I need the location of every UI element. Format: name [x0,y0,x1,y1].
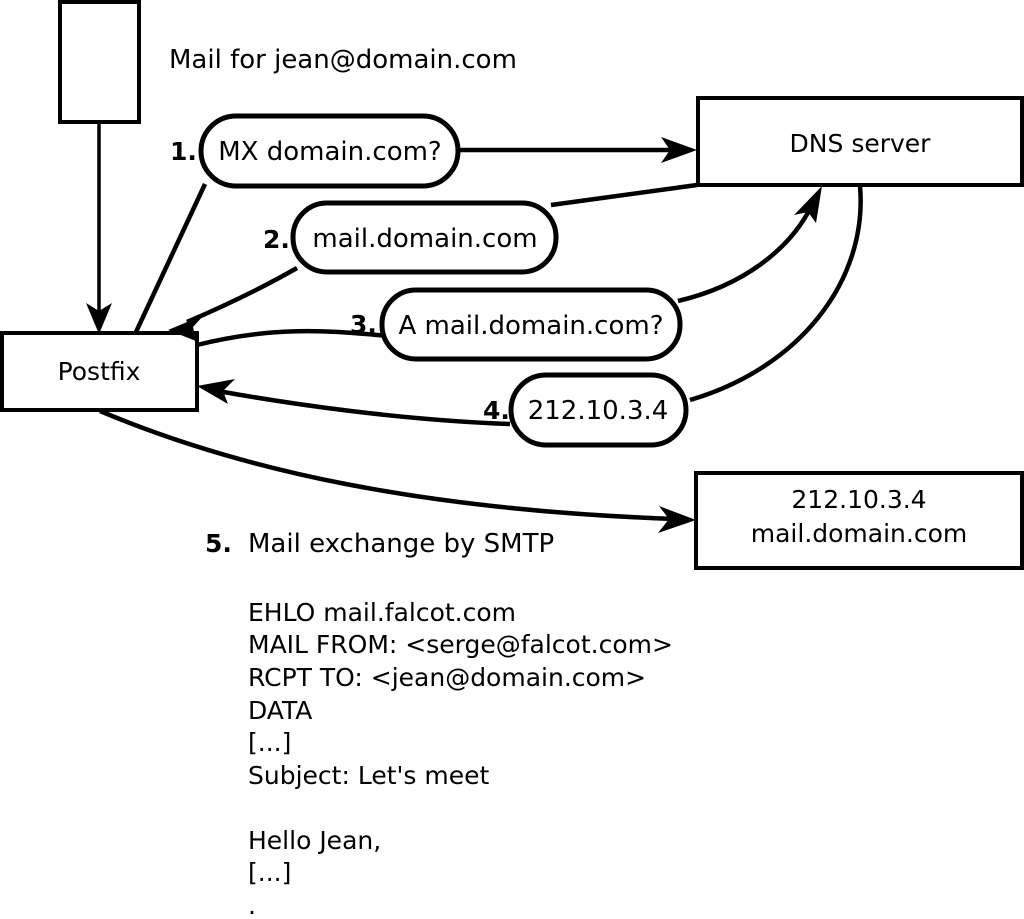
edge-step1-postfix-to-bubble [133,183,208,333]
arrowhead-client-postfix [86,303,112,334]
node-postfix-label: Postfix [58,357,141,386]
smtp-line-greeting: Hello Jean, [248,826,381,855]
step-number-1: 1. [170,137,197,166]
edge-step4-dns-to-bubble [689,185,863,403]
edge-step3-postfix-to-bubble [196,328,390,348]
arrowhead-step5-remote [658,506,696,533]
edge-step2-dns-to-bubble [550,182,698,208]
arrowhead-step3-dns [794,186,822,223]
node-remote-mail-server-ip: 212.10.3.4 [791,485,926,514]
bubble-step-4 [508,372,689,448]
bubble-step-2-label: mail.domain.com [312,224,537,254]
smtp-line-rcpt-to: RCPT TO: <jean@domain.com> [248,663,646,692]
edge-client-to-postfix [86,122,112,334]
smtp-line-ehlo: EHLO mail.falcot.com [248,598,516,627]
node-postfix [0,331,199,412]
edge-step1-bubble-to-dns [455,137,697,163]
bubble-step-4-label: 212.10.3.4 [528,396,669,426]
smtp-line-ellipsis-1: [...] [248,728,291,757]
step-number-5: 5. [205,529,232,558]
edge-step4-bubble-to-postfix [197,379,511,427]
edge-step2-bubble-to-postfix [168,266,299,341]
bubble-step-3-label: A mail.domain.com? [399,311,664,341]
bubble-step-3 [379,287,683,362]
bubble-step-2 [290,200,559,275]
node-mail-client [58,0,141,124]
node-remote-mail-server-host: mail.domain.com [751,519,967,548]
step-number-4: 4. [483,396,510,425]
smtp-line-mail-from: MAIL FROM: <serge@falcot.com> [248,630,673,659]
edge-step5-postfix-to-remote [99,408,696,533]
arrowhead-step2-postfix [168,315,204,341]
bubble-step-1 [198,113,461,189]
node-dns-server-label: DNS server [790,129,932,158]
edge-step3-bubble-to-dns [677,186,822,304]
step-number-3: 3. [350,310,377,339]
smtp-line-data: DATA [248,696,312,725]
bubble-step-1-label: MX domain.com? [218,137,441,167]
arrowhead-step4-postfix [197,379,235,404]
node-dns-server [696,96,1024,187]
step-number-2: 2. [263,225,290,254]
arrowhead-step1-dns [661,137,697,163]
mail-for-note: Mail for jean@domain.com [169,45,517,75]
smtp-line-ellipsis-2: [...] [248,858,291,887]
smtp-line-terminator: . [248,891,256,919]
smtp-line-subject: Subject: Let's meet [248,761,489,790]
node-remote-mail-server [694,471,1024,570]
step-5-label: Mail exchange by SMTP [248,529,554,559]
